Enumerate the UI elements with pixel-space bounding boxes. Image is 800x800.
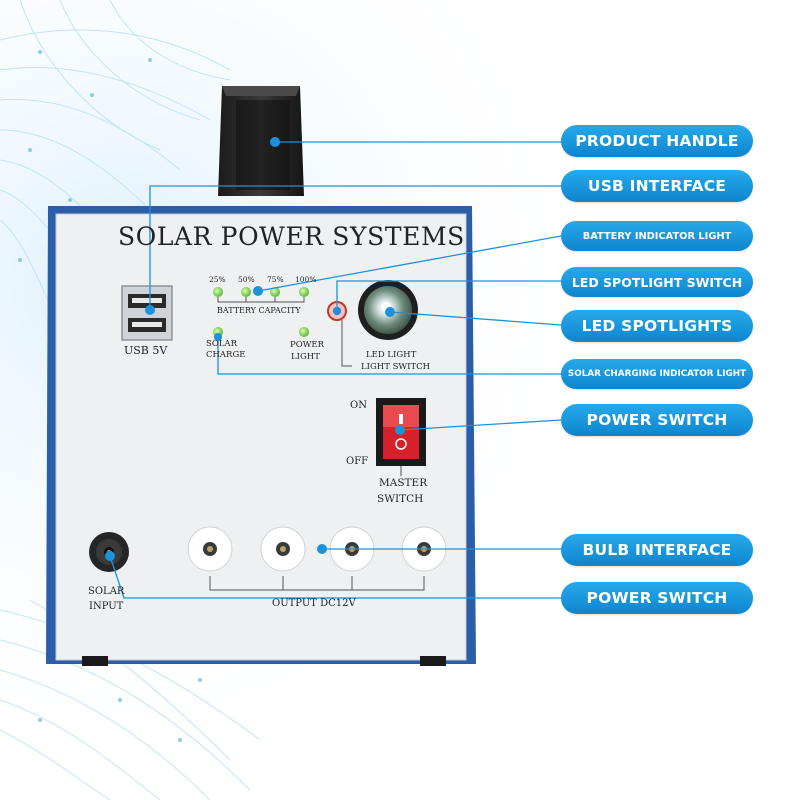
callout-power-switch: POWER SWITCH [561, 404, 753, 436]
device-foot-right [420, 656, 446, 666]
panel-printed-lines [209, 297, 425, 591]
usb-label: USB 5V [124, 344, 168, 357]
callout-solar-charging-indicator-light: SOLAR CHARGING INDICATOR LIGHT [561, 359, 753, 389]
solar-input-label-1: SOLAR [88, 586, 125, 597]
master-label-2: SWITCH [377, 493, 424, 505]
product-handle [218, 86, 304, 196]
callout-product-handle: PRODUCT HANDLE [561, 125, 753, 157]
master-off-label: OFF [346, 456, 369, 467]
output-dc12v-label: OUTPUT DC12V [272, 598, 356, 609]
battery-indicator-leds [213, 287, 309, 297]
solar-charge-label-1: SOLAR [206, 339, 237, 349]
battery-level-50: 50% [238, 275, 255, 284]
panel-title: SOLAR POWER SYSTEMS [118, 222, 465, 251]
battery-level-75: 75% [267, 275, 284, 284]
power-light-label-2: LIGHT [291, 352, 320, 362]
circuit-lines-bottom [0, 599, 261, 800]
connector-led-switch [336, 280, 561, 311]
callout-usb-interface: USB INTERFACE [561, 170, 753, 202]
callout-connectors [109, 141, 562, 599]
usb-ports [121, 285, 173, 341]
solar-input-label-2: INPUT [89, 601, 124, 612]
callout-connector-dots [105, 137, 405, 561]
callout-battery-indicator-light: BATTERY INDICATOR LIGHT [561, 221, 753, 251]
callout-led-spotlight-switch: LED SPOTLIGHT SWITCH [561, 267, 753, 297]
light-switch-label: LIGHT SWITCH [361, 362, 431, 372]
connector-power-switch [399, 419, 562, 431]
connector-usb-interface [149, 185, 561, 310]
connector-led-spotlights [389, 311, 562, 326]
callout-power-switch-2: POWER SWITCH [561, 582, 753, 614]
callout-bulb-interface: BULB INTERFACE [561, 534, 753, 566]
bulb-socket[interactable] [187, 526, 233, 572]
battery-level-25: 25% [209, 275, 226, 284]
led-light-label: LED LIGHT [366, 350, 417, 360]
master-label-1: MASTER [379, 477, 428, 489]
power-light-led [299, 327, 309, 337]
bulb-socket[interactable] [260, 526, 306, 572]
master-switch[interactable] [376, 398, 426, 466]
battery-capacity-label: BATTERY CAPACITY [217, 306, 301, 315]
circuit-lines-top [0, 0, 231, 331]
connector-solar-charging [217, 337, 561, 375]
battery-level-100: 100% [295, 275, 317, 284]
power-light-label-1: POWER [290, 340, 325, 350]
connector-battery-indicator [257, 235, 562, 292]
connector-power-switch-2 [109, 555, 561, 599]
master-on-label: ON [350, 400, 367, 411]
callout-led-spotlights: LED SPOTLIGHTS [561, 310, 753, 342]
solar-charge-label-2: CHARGE [206, 350, 246, 360]
device-foot-left [82, 656, 108, 666]
